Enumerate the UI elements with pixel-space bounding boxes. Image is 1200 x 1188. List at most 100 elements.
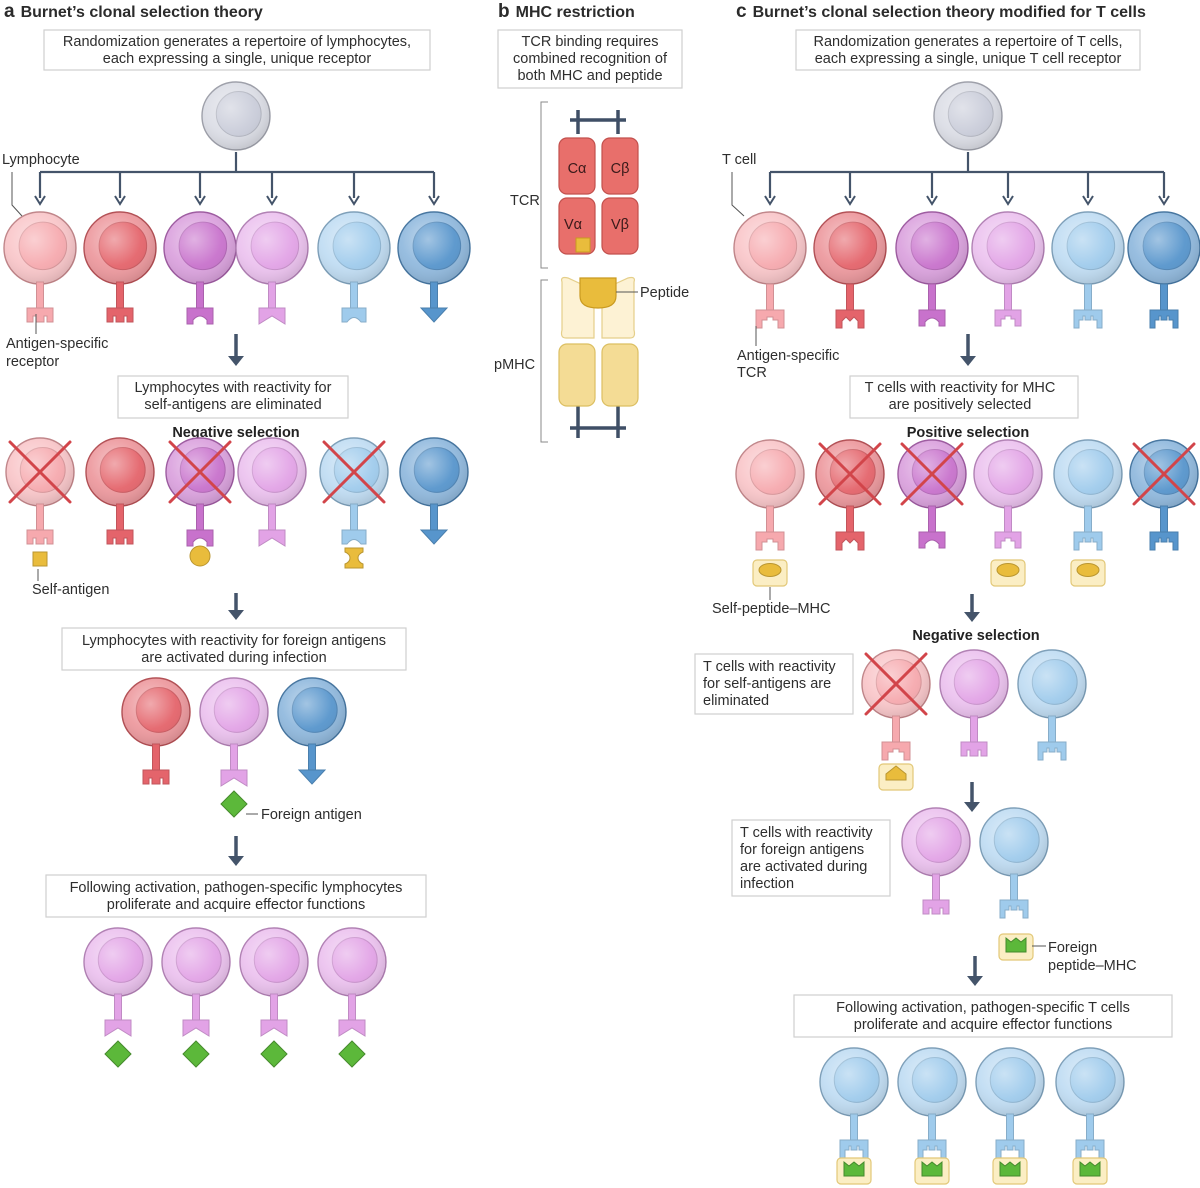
- panel-a-effector-row: [83, 927, 387, 1068]
- effector-lymphocyte: [83, 927, 153, 997]
- down-arrow: [967, 956, 983, 986]
- t-cell: [733, 211, 807, 285]
- panel-a-progenitor-cell: [201, 81, 271, 151]
- foreign-antigen: [220, 790, 248, 818]
- foreign-antigen: [104, 1040, 132, 1068]
- t-cell-receptor: [835, 283, 865, 329]
- panel-c-arrow-3: [964, 782, 980, 812]
- t-cell-receptor: [1149, 283, 1179, 329]
- activated-lymphocyte: [277, 677, 347, 747]
- panel-a-box-repertoire: [43, 29, 431, 71]
- panel-a-label-foreign-antigen: Foreign antigen: [261, 807, 362, 823]
- panel-c-negative-selection-row: [861, 649, 1087, 791]
- panel-c-box-eliminated: [694, 653, 854, 715]
- t-cell-receptor: [1073, 283, 1103, 329]
- panel-b-label-tcr: TCR: [510, 193, 540, 209]
- foreign-peptide-mhc: [998, 933, 1034, 961]
- panel-c-label-tcell: T cell: [722, 152, 756, 168]
- panel-a-box-proliferate: [45, 874, 427, 918]
- panel-b-mhc-membrane: [570, 406, 626, 438]
- foreign-peptide-mhc: [1072, 1157, 1108, 1185]
- t-cell-receptor: [960, 715, 988, 757]
- panel-c-tcell-leader: [731, 172, 745, 217]
- antigen-receptor: [104, 993, 132, 1037]
- antigen-receptor: [297, 743, 327, 785]
- panel-c-box-eliminated-line1: T cells with reactivity: [703, 659, 836, 675]
- panel-b-tcr-bracket: [540, 101, 548, 269]
- panel-b-peptide: [579, 277, 617, 309]
- antigen-receptor: [341, 503, 367, 545]
- t-cell: [895, 211, 969, 285]
- panel-a-label-receptor-line1: Antigen-specific: [6, 336, 108, 352]
- panel-a-activation-row: [121, 677, 347, 818]
- panel-c-box-activated-line2: for foreign antigens: [740, 842, 864, 858]
- activated-t-cell: [979, 807, 1049, 877]
- t-cell-receptor: [755, 283, 785, 329]
- t-cell: [735, 439, 805, 509]
- down-arrow: [228, 593, 244, 620]
- t-cell: [1127, 211, 1200, 285]
- panel-a-box-activated-line2: are activated during infection: [141, 650, 326, 666]
- down-arrow: [964, 782, 980, 812]
- panel-b-box-line1: TCR binding requires: [521, 34, 658, 50]
- down-arrow: [228, 836, 244, 866]
- antigen-receptor: [106, 281, 134, 323]
- panel-c-box-activated: [731, 819, 891, 897]
- panel-c-box-eliminated-line3: eliminated: [703, 693, 769, 709]
- panel-c-box-eliminated-line2: for self-antigens are: [703, 676, 831, 692]
- panel-a-arrow-1: [228, 334, 244, 366]
- panel-a-box-activated: [61, 627, 407, 671]
- t-cell-receptor: [995, 1113, 1025, 1159]
- panel-c-box-positive-line2: are positively selected: [889, 397, 1032, 413]
- t-cell-receptor: [1037, 715, 1067, 761]
- eliminated-x-mark: [818, 442, 882, 506]
- t-cell-receptor: [917, 1113, 947, 1159]
- panel-a-box-eliminated-line2: self-antigens are eliminated: [144, 397, 321, 413]
- t-cell: [939, 649, 1009, 719]
- panel-b-tcr-peptide-contact: [575, 237, 591, 253]
- panel-c-branch-connector: [764, 152, 1170, 206]
- panel-c-box-repertoire: [795, 29, 1141, 71]
- t-cell-receptor: [881, 715, 911, 761]
- panel-a-box-repertoire-line1: Randomization generates a repertoire of …: [63, 34, 411, 50]
- panel-b-label-pmhc: pMHC: [494, 357, 535, 373]
- panel-b-c-beta-domain: [601, 137, 639, 195]
- panel-b-tcr-membrane: [570, 110, 626, 134]
- effector-t-cell: [1055, 1047, 1125, 1117]
- lymphocyte: [397, 211, 471, 285]
- panel-b-c-alpha-domain: [558, 137, 596, 195]
- panel-c-section-negative: Negative selection: [912, 628, 1039, 644]
- panel-c-box-positive: [849, 375, 1079, 419]
- eliminated-x-mark: [900, 442, 964, 506]
- lymphocyte: [399, 437, 469, 507]
- down-arrow: [960, 334, 976, 366]
- self-peptide-mhc: [752, 559, 788, 587]
- foreign-antigen: [182, 1040, 210, 1068]
- down-arrow: [228, 334, 244, 366]
- effector-lymphocyte: [161, 927, 231, 997]
- effector-t-cell: [975, 1047, 1045, 1117]
- progenitor-t-cell: [933, 81, 1003, 151]
- panel-c-box-repertoire-line2: each expressing a single, unique T cell …: [815, 51, 1122, 67]
- antigen-receptor: [142, 743, 170, 785]
- panel-b-mhc-lower-right-domain: [601, 343, 639, 407]
- antigen-receptor: [182, 993, 210, 1037]
- t-cell: [901, 807, 971, 877]
- t-cell: [973, 439, 1043, 509]
- antigen-receptor: [186, 281, 214, 325]
- lymphocyte: [3, 211, 77, 285]
- activated-lymphocyte: [199, 677, 269, 747]
- antigen-receptor: [26, 503, 54, 545]
- panel-b-box-line2: combined recognition of: [513, 51, 668, 67]
- t-cell-receptor: [918, 283, 946, 327]
- panel-b-label-peptide: Peptide: [640, 285, 689, 301]
- panel-c-label-tcr-line1: Antigen-specific: [737, 348, 839, 364]
- antigen-receptor: [419, 503, 449, 545]
- antigen-receptor: [419, 281, 449, 323]
- antigen-receptor: [258, 281, 286, 325]
